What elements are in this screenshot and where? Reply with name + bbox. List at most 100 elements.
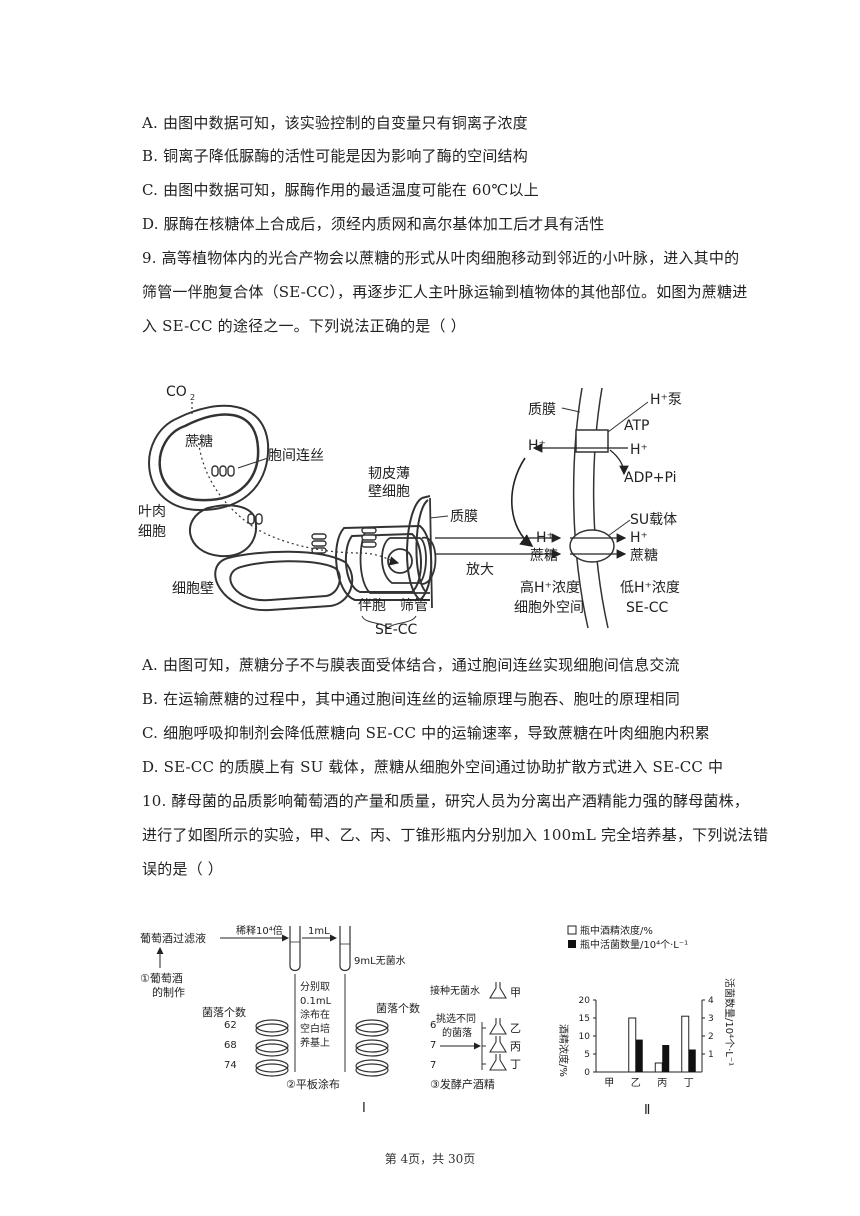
- spread-label-3: 涂布在: [300, 1008, 330, 1021]
- right-count-1: 6: [430, 1020, 436, 1031]
- flask-jia: 甲: [510, 986, 521, 999]
- sucrose-in-label: 蔗糖: [630, 548, 658, 564]
- dilute-label: 稀释10⁴倍: [236, 924, 283, 937]
- q9-option-a: A. 由图可知，蔗糖分子不与膜表面受体结合，通过胞间连丝实现细胞间信息交流: [142, 656, 680, 674]
- plasma-membrane-label: 质膜: [450, 509, 478, 525]
- x-category-label: 乙: [631, 1077, 641, 1089]
- magnify-label: 放大: [466, 562, 494, 578]
- y-right-tick-label: 2: [708, 1032, 714, 1042]
- left-count-3: 74: [224, 1060, 237, 1071]
- y-right-tick-label: 4: [708, 996, 714, 1006]
- colony-count-label: 菌落个数: [202, 1006, 246, 1019]
- legend-swatch-yeast: [568, 940, 576, 948]
- low-h-label-2: SE-CC: [626, 600, 669, 616]
- y-right-label: 活菌数量/10⁴个·L⁻¹: [723, 978, 736, 1066]
- figure-2-roman: Ⅱ: [644, 1103, 650, 1118]
- q9-stem-line-3: 入 SE-CC 的途径之一。下列说法正确的是（ ）: [142, 317, 466, 335]
- y-left-tick-label: 0: [584, 1068, 590, 1078]
- test-tube-1: [289, 926, 301, 972]
- x-category-label: 丙: [657, 1078, 667, 1089]
- membrane-label: 质膜: [528, 402, 556, 418]
- se-cc-label: SE-CC: [375, 622, 418, 638]
- bar-yeast-2: [662, 1045, 670, 1072]
- q9-option-d: D. SE-CC 的质膜上有 SU 载体，蔗糖从细胞外空间通过协助扩散方式进入 …: [142, 758, 724, 776]
- step1-label-2: 的制作: [152, 985, 185, 999]
- q9-figure: CO 2 蔗糖 胞间连丝 韧皮薄 壁细胞 质膜 叶肉 细胞 细胞壁 伴胞 筛管 …: [138, 384, 682, 638]
- q10-stem-line-3: 误的是（ ）: [142, 860, 223, 878]
- high-h-label-2: 细胞外空间: [514, 600, 584, 616]
- co2-label: CO: [166, 384, 187, 400]
- colony-count-label-2: 菌落个数: [376, 1002, 420, 1015]
- y-left-tick-label: 5: [584, 1050, 590, 1060]
- phloem-parenchyma-label-1: 韧皮薄: [368, 466, 410, 482]
- sucrose-out-label: 蔗糖: [530, 548, 558, 564]
- q10-stem-line-1: 10. 酵母菌的品质影响葡萄酒的产量和质量，研究人员为分离出产酒精能力强的酵母菌…: [142, 792, 750, 810]
- pick-label-2: 的菌落: [442, 1026, 472, 1039]
- bar-yeast-3: [688, 1049, 696, 1072]
- bar-yeast-1: [635, 1039, 643, 1072]
- q10-figure-1: 葡萄酒过滤液 稀释10⁴倍 1mL 9mL无菌水 ①葡萄酒 的制作 菌落个数 分…: [140, 924, 521, 1116]
- q9-option-c: C. 细胞呼吸抑制剂会降低蔗糖向 SE-CC 中的运输速率，导致蔗糖在叶肉细胞内…: [142, 724, 710, 742]
- q10-stem-line-2: 进行了如图所示的实验，甲、乙、丙、丁锥形瓶内分别加入 100mL 完全培养基，下…: [142, 826, 769, 844]
- right-count-2: 7: [430, 1040, 436, 1051]
- x-category-label: 甲: [604, 1078, 614, 1089]
- plasmodesmata-marks: [211, 465, 377, 554]
- q8-option-b: B. 铜离子降低脲酶的活性可能是因为影响了酶的空间结构: [142, 147, 528, 165]
- x-category-label: 丁: [684, 1078, 694, 1089]
- grape-filtrate-label: 葡萄酒过滤液: [140, 931, 206, 945]
- inoculate-water-label: 接种无菌水: [430, 984, 480, 997]
- high-h-label-1: 高H⁺浓度: [520, 579, 580, 596]
- sucrose-label-1: 蔗糖: [185, 434, 213, 450]
- q8-option-a: A. 由图中数据可知，该实验控制的自变量只有铜离子浓度: [142, 114, 528, 132]
- pick-label-1: 挑选不同: [436, 1012, 476, 1025]
- page-footer: 第 4页，共 30页: [384, 1152, 476, 1166]
- cell-wall-label: 细胞壁: [172, 581, 214, 597]
- q9-option-b: B. 在运输蔗糖的过程中，其中通过胞间连丝的运输原理与胞吞、胞吐的原理相同: [142, 690, 680, 708]
- y-right-tick-label: 3: [708, 1014, 714, 1024]
- q9-stem-line-2: 筛管一伴胞复合体（SE-CC），再逐步汇人主叶脉运输到植物体的其他部位。如图为蔗…: [142, 283, 748, 301]
- legend-yeast: 瓶中活菌数量/10⁴个·L⁻¹: [580, 938, 688, 951]
- legend-swatch-alcohol: [567, 925, 577, 935]
- spread-label-1: 分别取: [300, 981, 330, 993]
- flask-yi: 乙: [510, 1022, 521, 1035]
- su-carrier-label: SU载体: [630, 512, 677, 528]
- figure-1-roman: Ⅰ: [362, 1101, 366, 1116]
- y-right-tick-label: 1: [708, 1050, 714, 1060]
- h-plus-out-label: H⁺: [536, 530, 554, 546]
- h-pump-label: H⁺泵: [650, 392, 682, 408]
- plasmodesmata-label: 胞间连丝: [268, 448, 324, 464]
- left-count-1: 62: [224, 1020, 237, 1031]
- test-tube-2: [339, 926, 351, 972]
- h-plus-left-label: H⁺: [528, 438, 546, 454]
- q8-option-c: C. 由图中数据可知，脲酶作用的最适温度可能在 60℃以上: [142, 181, 539, 199]
- right-plates: [355, 1019, 389, 1077]
- y-left-tick-label: 20: [579, 996, 591, 1006]
- bar-alcohol-2: [654, 1062, 663, 1073]
- h-plus-in-label: H⁺: [630, 530, 648, 546]
- mesophyll-label-1: 叶肉: [138, 504, 166, 520]
- spread-label-5: 养基上: [300, 1036, 330, 1049]
- left-count-2: 68: [224, 1040, 237, 1051]
- bar-alcohol-1: [628, 1017, 637, 1073]
- spread-label-2: 0.1mL: [300, 996, 332, 1007]
- left-plates: [255, 1019, 289, 1077]
- spread-label-4: 空白培: [300, 1022, 330, 1035]
- sterile-water-label: 9mL无菌水: [354, 955, 406, 967]
- q9-stem-line-1: 9. 高等植物体内的光合产物会以蔗糖的形式从叶肉细胞移动到邻近的小叶脉，进入其中…: [142, 249, 740, 267]
- y-left-tick-label: 15: [579, 1014, 590, 1024]
- step2-label: ②平板涂布: [286, 1077, 340, 1091]
- step1-label-1: ①葡萄酒: [140, 972, 183, 985]
- adp-pi-label: ADP+Pi: [624, 470, 677, 486]
- h-plus-label: H⁺: [630, 442, 648, 458]
- q8-option-d: D. 脲酶在核糖体上合成后，须经内质网和高尔基体加工后才具有活性: [142, 215, 605, 233]
- flask-ding: 丁: [510, 1058, 521, 1071]
- step3-label: ③发酵产酒精: [430, 1077, 495, 1091]
- phloem-parenchyma-label-2: 壁细胞: [368, 484, 410, 500]
- one-ml-label: 1mL: [308, 926, 330, 937]
- mesophyll-label-2: 细胞: [138, 524, 166, 540]
- co2-sub: 2: [190, 393, 195, 402]
- atp-label: ATP: [624, 418, 649, 434]
- flasks: [489, 982, 507, 1071]
- bar-alcohol-3: [681, 1015, 690, 1073]
- right-count-3: 7: [430, 1060, 436, 1071]
